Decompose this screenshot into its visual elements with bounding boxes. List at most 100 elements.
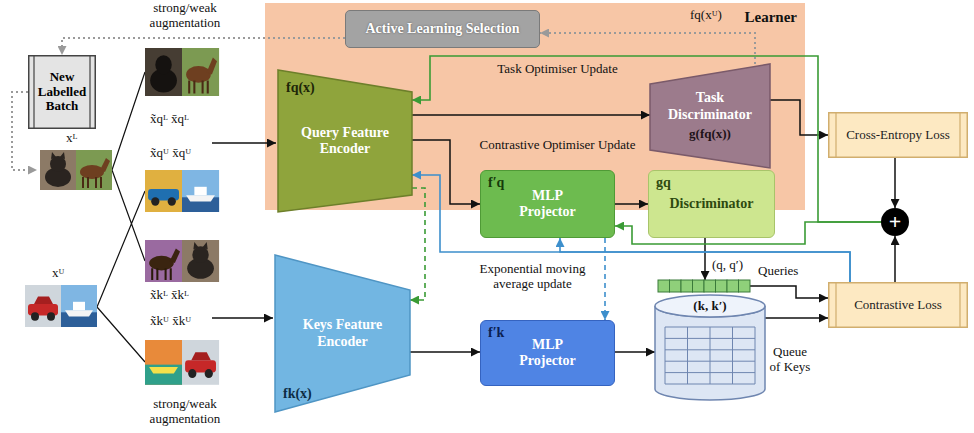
view-symbol: x̃kᴸ x̄kᴸ <box>150 288 189 303</box>
image-ground <box>182 240 219 282</box>
input-symbol: xᴸ <box>66 131 77 146</box>
update-note: Exponential moving average update <box>470 262 595 292</box>
connector <box>410 351 480 353</box>
boat-cabin <box>73 302 85 310</box>
image-ground <box>61 285 97 327</box>
car-body <box>28 304 58 316</box>
augmentation-note: strong/weak augmentation <box>135 1 235 31</box>
connector <box>894 236 896 282</box>
text-holder: Queue of Keys <box>767 345 813 375</box>
car-wheel <box>151 197 159 205</box>
cat-ears <box>193 242 207 249</box>
boat-hull <box>186 195 215 201</box>
node-text: New Labelled Batch <box>36 70 88 115</box>
connector <box>604 238 606 320</box>
boat-cabin <box>194 187 206 195</box>
cat-body <box>45 167 71 187</box>
node-text: fq(x) <box>286 80 315 96</box>
discriminator-box: gqDiscriminator <box>648 170 775 238</box>
image-ground <box>182 48 219 96</box>
text-holder: g(fq(x)) <box>689 127 731 142</box>
connector <box>412 140 480 204</box>
car-wheel <box>188 369 196 378</box>
query-bar-outline <box>658 280 750 292</box>
queue-grid <box>732 327 733 384</box>
node-text: (k, k′) <box>655 299 765 314</box>
trapezoid <box>275 255 410 412</box>
dark-filter <box>145 48 182 96</box>
view-symbol: x̃kᵁ x̄kᵁ <box>150 314 191 329</box>
box <box>829 283 968 328</box>
feature-symbol: fq(xᵁ) <box>690 8 722 23</box>
text-holder: (k, k′) <box>655 299 765 314</box>
node-text: fk(x) <box>283 386 312 402</box>
query-cell <box>739 280 751 292</box>
connector <box>770 100 828 135</box>
image-ground <box>145 240 182 282</box>
input-arrow <box>212 317 273 319</box>
key-queue: (k, k′)Queue of Keys <box>655 295 765 400</box>
cat-head <box>155 55 171 74</box>
connector <box>412 56 881 222</box>
connector <box>615 203 648 205</box>
node-text: gq <box>656 175 671 191</box>
loss-box: Cross-Entropy Loss <box>828 112 968 158</box>
connector <box>62 38 345 55</box>
strong-augmented-image <box>145 240 182 282</box>
box <box>29 56 96 129</box>
cylinder-top <box>655 295 765 317</box>
connector <box>412 175 850 282</box>
connector <box>615 222 881 244</box>
queue-grid <box>710 327 711 384</box>
queue-grid <box>687 327 688 384</box>
cat-body <box>150 68 177 92</box>
connector <box>615 351 655 353</box>
node-text: Learner <box>745 9 797 26</box>
pair-symbol: (q, q′) <box>712 258 743 273</box>
sea <box>182 197 219 212</box>
queue-grid <box>755 327 756 384</box>
car-image <box>25 285 61 327</box>
image-ground <box>145 170 182 212</box>
car-body <box>148 189 179 201</box>
text-holder: fq(x) <box>286 80 315 96</box>
car-wheel <box>168 197 176 205</box>
query-cell <box>704 280 716 292</box>
text-holder: Query Feature Encoder <box>295 125 395 157</box>
car-body <box>185 360 216 372</box>
car-wheel <box>31 312 39 320</box>
input-symbol: xᵁ <box>52 266 64 281</box>
horse-body <box>186 66 211 83</box>
update-note: Exponential moving average update <box>470 262 595 292</box>
text-holder: MLP Projector <box>503 188 593 220</box>
node-text: + <box>889 211 902 233</box>
boat-hull <box>149 367 178 374</box>
weak-augmented-image <box>182 340 219 385</box>
horse-legs <box>83 177 101 188</box>
horse-body <box>149 256 174 271</box>
node-text: Keys Feature Encoder <box>293 317 393 349</box>
car-wheel <box>205 369 213 378</box>
node-text: Active Learning Selection <box>350 21 535 37</box>
horse-neck <box>100 158 110 172</box>
view-symbol: x̃qᵁ x̄qᵁ <box>150 146 191 161</box>
text-holder: Contrastive Loss <box>840 298 956 313</box>
query-cell <box>727 280 739 292</box>
augmentation-note: strong/weak augmentation <box>135 397 235 427</box>
text-holder: fk(x) <box>283 386 312 402</box>
node-text: Query Feature Encoder <box>295 125 395 157</box>
query-cell <box>670 280 682 292</box>
horse-neck <box>207 58 217 75</box>
weak-augmented-image <box>182 170 219 212</box>
connector <box>765 317 828 319</box>
sum-circle: + <box>881 208 909 236</box>
car-roof <box>191 352 211 360</box>
text-holder: Active Learning Selection <box>350 21 535 37</box>
text-holder: Keys Feature Encoder <box>293 317 393 349</box>
image-ground <box>182 170 219 212</box>
horse-legs <box>152 268 171 280</box>
text-holder: New Labelled Batch <box>36 70 88 115</box>
color-jitter <box>145 365 182 385</box>
text-holder: Cross-Entropy Loss <box>840 128 956 143</box>
pair-symbol: (q, q′) <box>712 258 743 273</box>
